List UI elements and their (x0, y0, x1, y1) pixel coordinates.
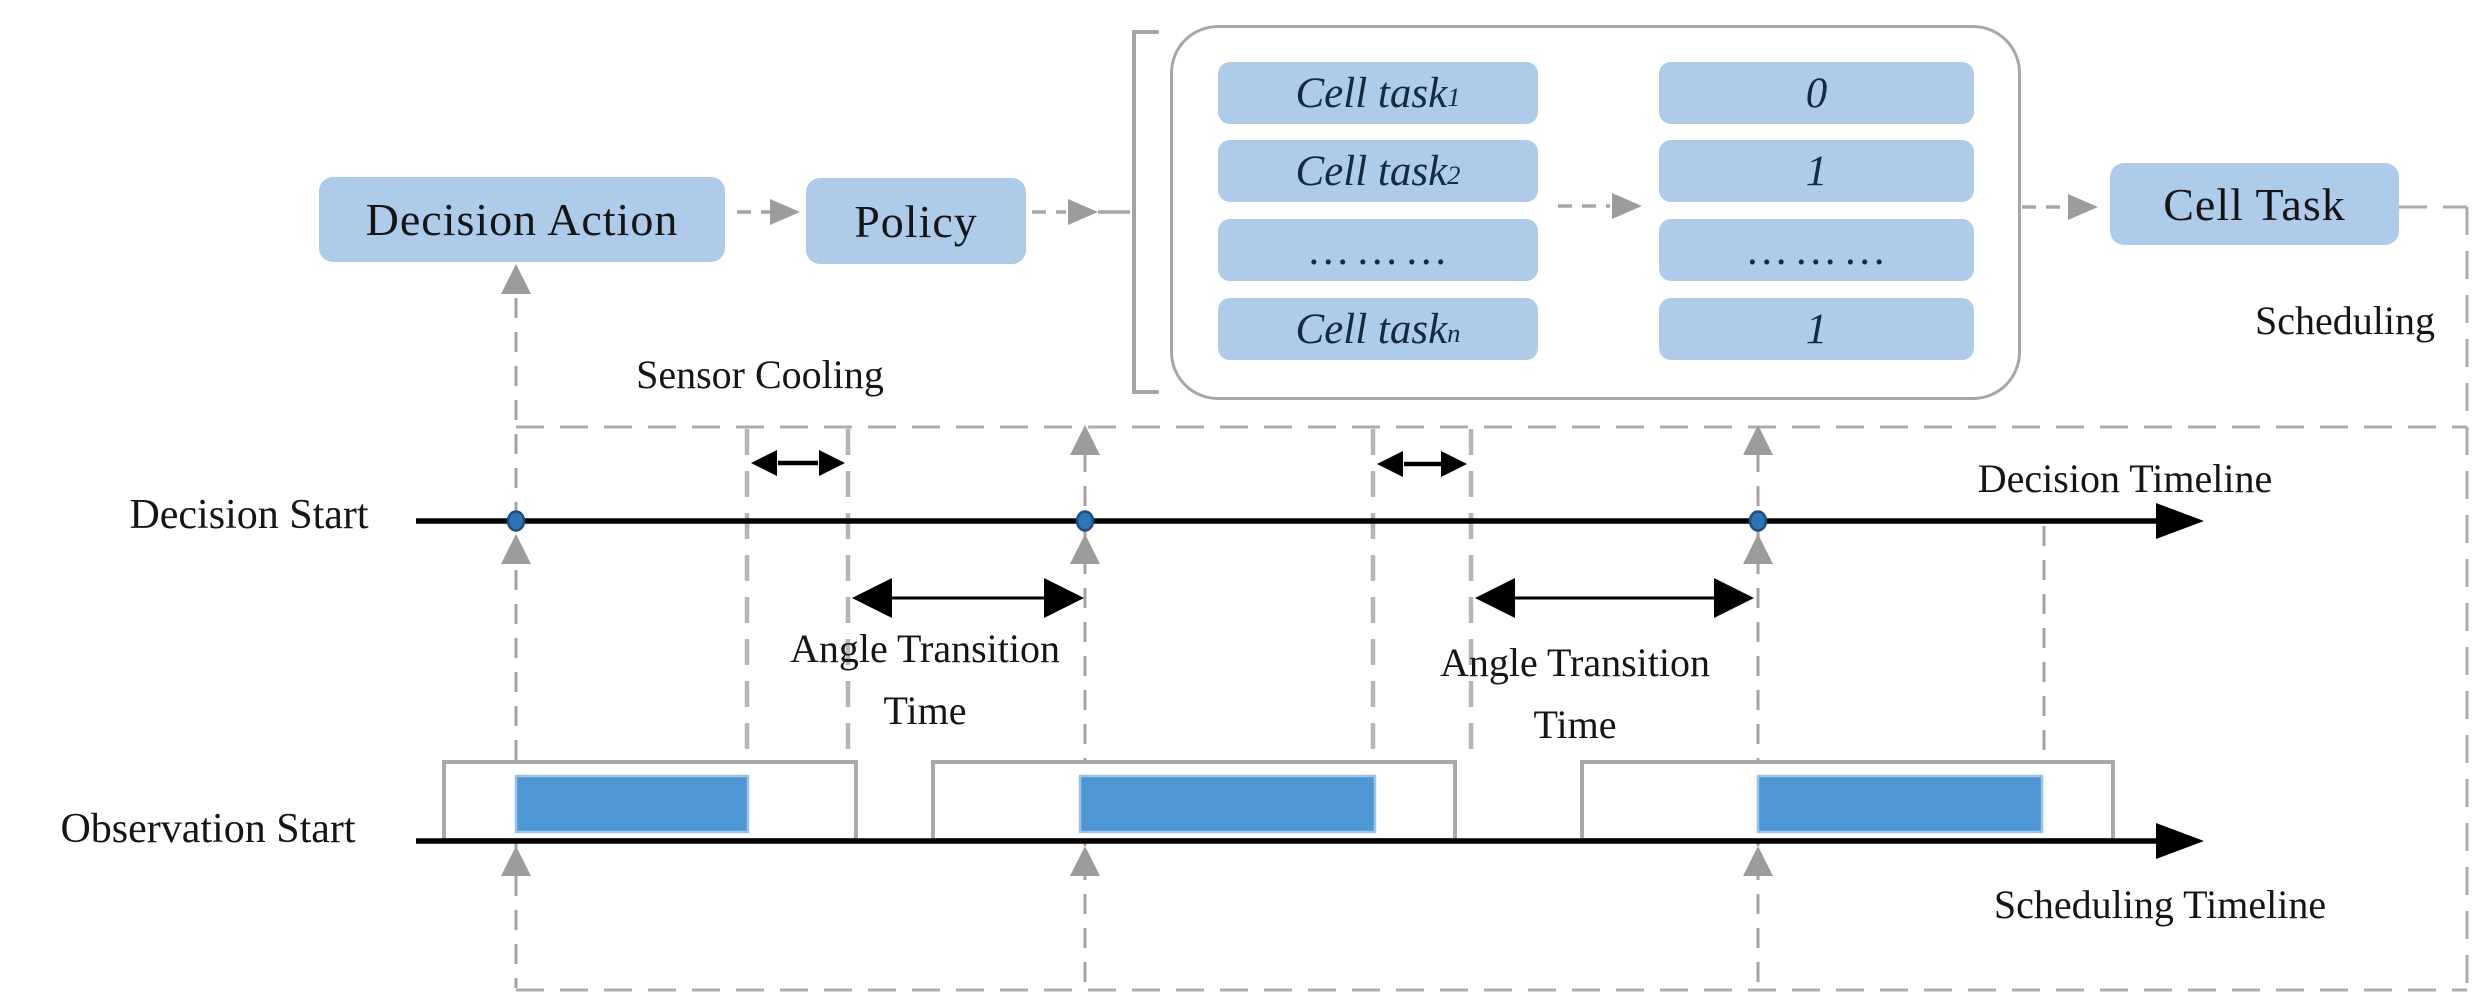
left-bracket-icon (1132, 30, 1159, 394)
angle-transition-label-2: Angle Transition Time (1420, 632, 1730, 756)
angle-transition-label-1: Angle Transition Time (770, 618, 1080, 742)
angle-transition-arrow-1-left-head (852, 578, 892, 618)
observation-task-bar-2 (1078, 774, 1377, 834)
observation-start-label: Observation Start (60, 806, 356, 852)
value-row-2: 1 (1659, 140, 1974, 202)
decision-timeline-arrowhead (2156, 503, 2204, 539)
arrowhead-up-scheduling-timeline-3 (1743, 846, 1773, 876)
arrowhead-up-decision-timeline-2 (1070, 534, 1100, 564)
decision-action-box: Decision Action (319, 177, 725, 262)
angle-transition-label-2-line1: Angle Transition (1439, 640, 1711, 685)
decision-point-dot-1 (506, 510, 526, 532)
decision-start-label: Decision Start (129, 492, 369, 538)
arrowhead-up-decision-timeline-1 (501, 534, 531, 564)
arrowhead-up-loop-line-3 (1743, 425, 1773, 455)
arrowhead-up-decision-timeline-3 (1743, 534, 1773, 564)
observation-task-bar-3 (1756, 774, 2044, 834)
task-row-n-label: Cell task (1295, 305, 1448, 353)
angle-transition-arrow-1-right-head (1044, 578, 1084, 618)
sensor-cooling-label: Sensor Cooling (636, 352, 884, 397)
cell-task-box: Cell Task (2110, 163, 2399, 245)
arrow-tasklist-to-cell-task-head (2068, 194, 2098, 220)
arrowhead-up-loop-line-2 (1070, 425, 1100, 455)
scheduling-timeline-arrowhead (2156, 823, 2204, 859)
angle-transition-arrow-2-right-head (1714, 578, 1754, 618)
sensor-cooling-arrow-2-right-head (1441, 451, 1467, 477)
arrowhead-up-scheduling-timeline-2 (1070, 846, 1100, 876)
sensor-cooling-arrow-1-left-head (751, 450, 777, 476)
arrow-tasks-to-values-head (1612, 193, 1642, 219)
sensor-cooling-arrow-1-right-head (819, 450, 845, 476)
arrow-decision-action-to-policy-head (770, 199, 800, 225)
arrowhead-up-into-decision-action (501, 264, 531, 294)
value-row-ellipsis: … … … (1659, 219, 1974, 281)
arrowhead-up-scheduling-timeline-1 (501, 846, 531, 876)
angle-transition-arrow-2-left-head (1475, 578, 1515, 618)
policy-box: Policy (806, 178, 1026, 264)
angle-transition-label-1-line1: Angle Transition (789, 626, 1061, 671)
observation-task-bar-1 (514, 774, 750, 834)
task-table-container (1170, 25, 2021, 400)
task-row-2-label: Cell task (1295, 147, 1448, 195)
decision-point-dot-3 (1748, 510, 1768, 532)
task-row-1-label: Cell task (1295, 69, 1448, 117)
arrow-policy-to-tasklist-head (1068, 199, 1098, 225)
sensor-cooling-arrow-2-left-head (1377, 451, 1403, 477)
scheduling-timeline-label: Scheduling Timeline (1993, 882, 2327, 927)
angle-transition-label-2-line2: Time (1533, 702, 1617, 747)
task-row-ellipsis-label: … … … (1309, 226, 1447, 274)
decision-point-dot-2 (1075, 510, 1095, 532)
decision-timeline-label: Decision Timeline (1977, 456, 2273, 501)
value-row-n: 1 (1659, 298, 1974, 360)
scheduling-label: Scheduling (2255, 298, 2435, 343)
value-row-1: 0 (1659, 62, 1974, 124)
angle-transition-label-1-line2: Time (883, 688, 967, 733)
task-row-ellipsis: … … … (1218, 219, 1538, 281)
